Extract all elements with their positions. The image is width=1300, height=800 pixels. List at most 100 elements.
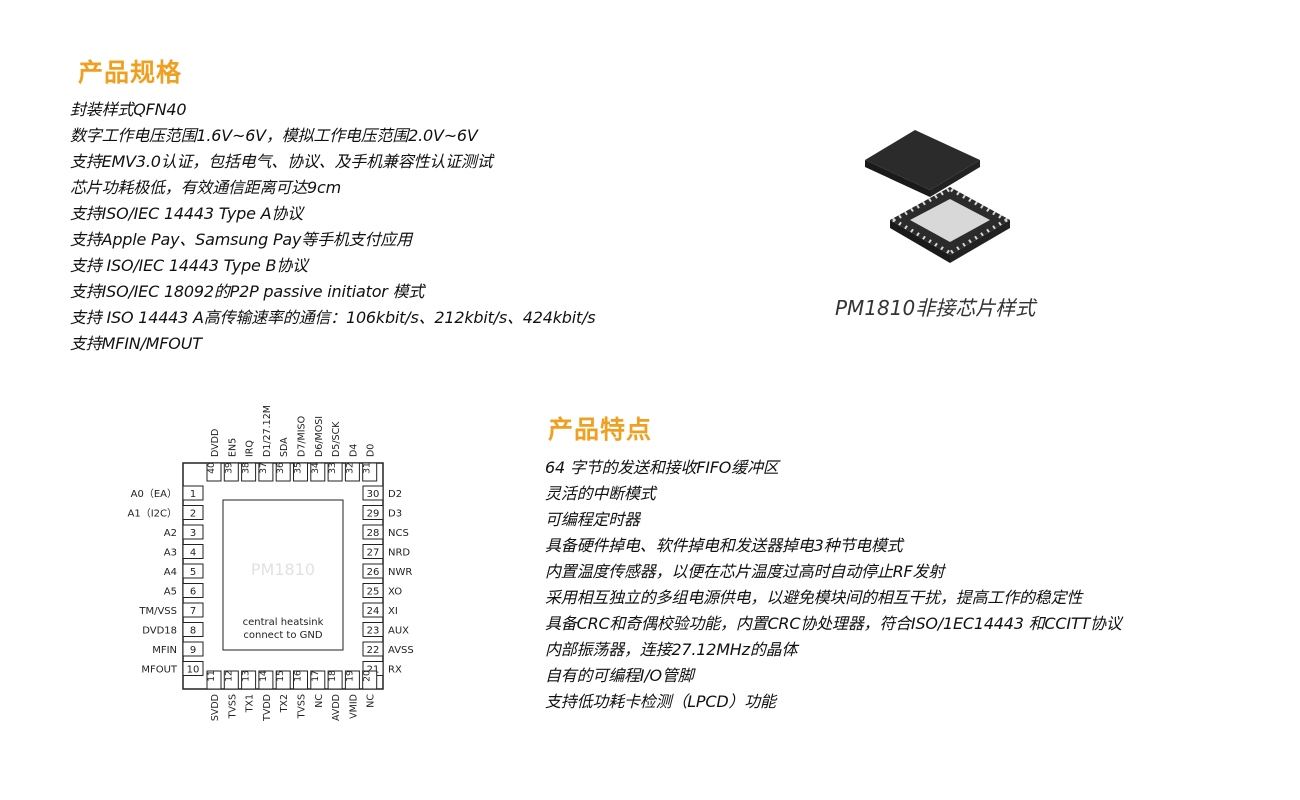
pin-name: A2: [164, 528, 177, 539]
feature-item: 自有的可编程I/O管脚: [545, 666, 694, 685]
chip-pad: [992, 225, 996, 230]
chip-pad: [928, 239, 932, 244]
pin-box: [293, 670, 308, 690]
features-list: 64 字节的发送和接收FIFO缓冲区 灵活的中断模式 可编程定时器 具备硬件掉电…: [545, 455, 1122, 715]
die-label: PM1810: [251, 560, 315, 579]
chip-pad: [934, 194, 938, 199]
pin-name: TM/VSS: [138, 606, 177, 617]
pin-name: RX: [388, 665, 402, 676]
pin-number: 24: [367, 606, 380, 617]
pin-box: [275, 462, 291, 482]
pin-box: [344, 462, 360, 482]
chip-pad: [986, 207, 990, 213]
pin-box: [310, 462, 326, 482]
chip-pad: [940, 246, 944, 251]
pin-box: [362, 602, 384, 618]
pin-name: DVD18: [142, 626, 177, 637]
chip-pad: [998, 221, 1002, 226]
chip-pad: [892, 218, 896, 223]
pin-box: [182, 661, 204, 676]
pin-box: [362, 583, 384, 598]
pin-number: 34: [311, 462, 321, 474]
pin-box: [344, 670, 360, 690]
pin-name: AVDD: [331, 694, 342, 721]
feature-item: 64 字节的发送和接收FIFO缓冲区: [545, 458, 779, 477]
chip-pad: [922, 201, 926, 206]
chip-pad: [910, 207, 914, 213]
chip-pad: [916, 232, 920, 237]
pin-name: IRQ: [245, 440, 256, 457]
chip-pad: [928, 197, 932, 203]
pin-number: 21: [367, 665, 380, 676]
pin-box: [362, 622, 384, 637]
chip-pad: [946, 249, 950, 254]
pin-box: [258, 670, 274, 690]
chip-pad: [992, 211, 996, 216]
spec-item: 支持Apple Pay、Samsung Pay等手机支付应用: [70, 230, 412, 249]
chip-caption: PM1810非接芯片样式: [835, 296, 1036, 320]
pin-box: [327, 462, 343, 482]
pin-box: [182, 641, 204, 657]
pin-name: AUX: [388, 626, 409, 637]
chip-pad: [974, 235, 978, 240]
pin-name: DVDD: [210, 429, 221, 457]
pin-number: 11: [207, 670, 217, 681]
pin-number: 26: [367, 567, 380, 578]
pin-box: [223, 670, 239, 690]
pin-name: D2: [388, 489, 402, 500]
pin-number: 30: [367, 489, 380, 500]
chip-pad: [898, 214, 902, 219]
pin-name: AVSS: [388, 645, 414, 656]
chip-photo: [865, 130, 1010, 263]
pin-number: 23: [367, 626, 380, 637]
pin-name: D6/MOSI: [314, 416, 325, 457]
chip-pad: [968, 197, 972, 203]
pin-box: [206, 462, 222, 482]
features-heading: 产品特点: [548, 415, 653, 444]
pin-box: [241, 462, 257, 482]
pin-name: NCS: [388, 528, 409, 539]
pin-number: 13: [242, 670, 252, 681]
pin-box: [362, 544, 384, 559]
pin-number: 37: [259, 462, 269, 473]
pin-number: 1: [190, 489, 196, 500]
pin-number: 36: [276, 462, 286, 474]
chip-pad: [916, 204, 920, 209]
pin-box: [223, 462, 239, 482]
pin-name: D5/SCK: [331, 421, 342, 457]
pin-number: 33: [328, 462, 338, 473]
pin-name: D0: [366, 444, 377, 457]
pin-box: [182, 544, 204, 559]
pin-box: [293, 462, 308, 482]
pin-number: 5: [190, 567, 196, 578]
pin-name: TVSS: [227, 694, 238, 719]
spec-heading: 产品规格: [78, 58, 183, 87]
pin-name: NC: [366, 694, 377, 708]
pin-name: TVSS: [297, 694, 308, 719]
pin-name: TVDD: [262, 694, 273, 722]
pin-name: NRD: [388, 548, 410, 559]
pin-number: 19: [345, 670, 355, 682]
pin-name: VMID: [348, 694, 359, 719]
pin-number: 10: [187, 665, 200, 676]
pin-box: [327, 670, 343, 690]
pin-number: 8: [190, 626, 196, 637]
chip-pad: [934, 242, 938, 247]
pin-box: [182, 563, 204, 579]
chip-pad: [974, 201, 978, 206]
chip-pad: [980, 204, 984, 209]
chip-pad: [898, 221, 902, 226]
chip-pad: [968, 239, 972, 244]
pin-box: [241, 670, 257, 690]
chip-pad: [904, 225, 908, 230]
pin-number: 40: [207, 462, 217, 474]
pin-box: [182, 524, 204, 540]
spec-item: 芯片功耗极低，有效通信距离可达9cm: [70, 178, 341, 197]
pin-box: [362, 524, 384, 540]
feature-item: 可编程定时器: [545, 510, 640, 529]
chip-pad: [950, 188, 954, 193]
spec-item: 支持ISO/IEC 14443 Type A协议: [70, 204, 304, 223]
heatsink-pad: [222, 499, 344, 651]
pin-box: [182, 602, 204, 618]
pin-name: D3: [388, 509, 402, 520]
